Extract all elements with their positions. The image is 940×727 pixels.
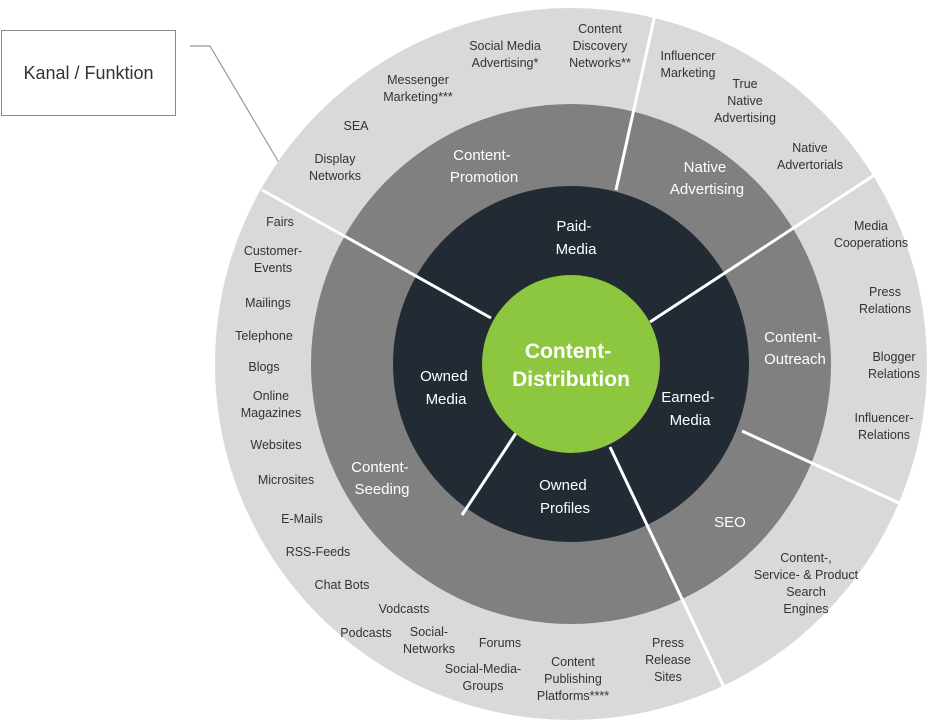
center-label-line1: Content- [525,340,611,363]
outer-label-customer-events: Customer-Events [244,244,302,275]
outer-label-social-media-groups: Social-Media-Groups [445,662,521,693]
center-label-line2: Distribution [512,368,630,391]
native-advertising-label: Native Advertising [670,159,744,198]
content-seeding-label: Content- Seeding [351,459,413,498]
outer-label-websites: Websites [250,438,301,452]
earned-media-label: Earned- Media [661,389,719,429]
center-label: Content- Distribution [512,340,630,391]
legend-connector [190,45,289,179]
outer-label-mailings: Mailings [245,296,291,310]
outer-label-podcasts: Podcasts [340,626,391,640]
center-circle [482,275,660,453]
outer-label-vodcasts: Vodcasts [379,602,430,616]
outer-label-sea: SEA [343,119,369,133]
owned-media-label: Owned Media [420,368,472,408]
outer-label-influencer-relations: Influencer-Relations [854,411,913,442]
outer-label-telephone: Telephone [235,329,293,343]
outer-label-forums: Forums [479,636,521,650]
outer-label-e-mails: E-Mails [281,512,323,526]
seo-label: SEO [714,514,746,531]
outer-label-blogs: Blogs [248,360,279,374]
outer-label-microsites: Microsites [258,473,314,487]
divider-promotion-native [614,9,658,191]
legend-label: Kanal / Funktion [23,62,154,83]
outer-label-rss-feeds: RSS-Feeds [286,545,351,559]
divider-owned-paid [261,188,492,320]
paid-media-label: Paid- Media [556,218,598,258]
outer-label-chat-bots: Chat Bots [315,578,370,592]
outer-ring-dividers [261,9,911,701]
divider-profiles-owned [460,420,526,516]
owned-profiles-label: Owned Profiles [539,477,591,517]
content-outreach-label: Content- Outreach [764,329,826,368]
divider-native-outreach [649,168,883,324]
outer-label-social-networks: Social-Networks [403,625,455,656]
divider-outreach-seo [741,429,911,510]
divider-seo-profiles [608,446,732,701]
content-promotion-label: Content- Promotion [450,147,518,186]
legend-box: Kanal / Funktion [1,30,176,116]
outer-label-fairs: Fairs [266,215,294,229]
